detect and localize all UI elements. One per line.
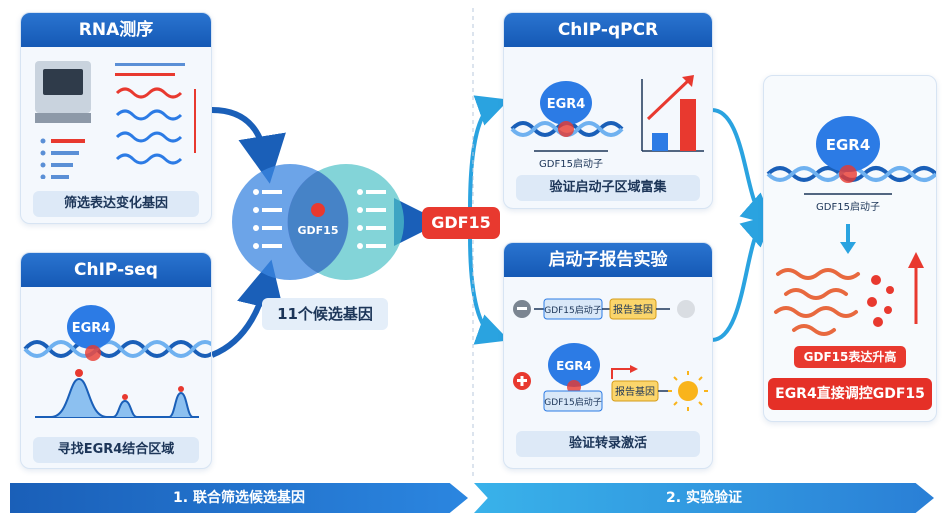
egr4-protein — [67, 305, 115, 349]
left-list-icon — [253, 189, 282, 249]
chip-qpcr-caption: 验证启动子区域富集 — [516, 175, 700, 201]
gene-list-icon — [40, 138, 85, 179]
egr4-protein — [816, 116, 880, 172]
positive-row: EGR4 GDF15启动子 报告基因 — [513, 343, 708, 412]
chip-seq-title: ChIP-seq — [21, 253, 211, 287]
promoter-label-2: GDF15启动子 — [544, 396, 602, 408]
arrow-qpcr-to-result — [711, 108, 774, 226]
reporter-card: 启动子报告实验 GDF15启动子 报告基因 EGR4 GDF15启动子 — [503, 242, 713, 469]
arrow-gdf15-to-reporter — [468, 235, 510, 345]
step1-label: 1. 联合筛选候选基因 — [173, 490, 305, 506]
reporter-gene-label: 报告基因 — [613, 303, 653, 316]
venn-center-label: GDF15 — [298, 224, 339, 237]
rna-seq-caption: 筛选表达变化基因 — [33, 191, 199, 217]
reporter-illustration: GDF15启动子 报告基因 EGR4 GDF15启动子 报告基因 — [513, 298, 708, 412]
expression-waves — [115, 63, 196, 165]
dna-helix — [23, 340, 211, 358]
expression-label: GDF15表达升高 — [794, 346, 906, 368]
right-list-icon — [357, 189, 386, 249]
arrow-reporter-to-result — [711, 214, 774, 342]
egr4-protein — [548, 343, 600, 387]
egr4-label: EGR4 — [547, 97, 586, 112]
result-illustration: EGR4 GDF15启动子 — [766, 116, 936, 336]
negative-row: GDF15启动子 报告基因 — [513, 298, 695, 320]
egr4-label: EGR4 — [826, 136, 871, 154]
bar-chart-icon — [641, 75, 704, 152]
egr4-label: EGR4 — [556, 359, 592, 373]
chip-seq-caption: 寻找EGR4结合区域 — [33, 437, 199, 463]
chip-qpcr-title: ChIP-qPCR — [504, 13, 712, 47]
step1-bar: 1. 联合筛选候选基因 — [10, 483, 468, 513]
chip-qpcr-illustration: EGR4 GDF15启动子 — [510, 75, 704, 170]
gdf15-tag: GDF15 — [422, 207, 500, 239]
conclusion-label: EGR4直接调控GDF15 — [768, 378, 932, 410]
egr4-label: EGR4 — [72, 321, 111, 336]
rna-seq-card: RNA测序 筛选表达变化基因 — [20, 12, 212, 224]
arrow-chipseq-to-venn — [210, 259, 284, 358]
mrna-strands — [774, 268, 860, 336]
arrow-gdf15-to-qpcr — [468, 95, 510, 211]
protein-dots — [867, 275, 894, 327]
peak-track — [35, 369, 199, 418]
dim-light-icon — [677, 300, 695, 318]
chip-seq-illustration: EGR4 — [23, 305, 211, 418]
reporter-caption: 验证转录激活 — [516, 431, 700, 457]
rna-seq-title: RNA测序 — [21, 13, 211, 47]
venn-diagram: GDF15 — [232, 164, 404, 280]
promoter-label: GDF15启动子 — [544, 304, 602, 316]
chip-qpcr-card: ChIP-qPCR EGR4 GDF15启动子 验证启动子区域富集 — [503, 12, 713, 209]
gdf15-dot — [311, 203, 325, 217]
promoter-label: GDF15启动子 — [539, 157, 603, 170]
sequencer-illustration — [35, 61, 196, 179]
egr4-protein — [540, 81, 592, 125]
step2-bar: 2. 实验验证 — [474, 483, 934, 513]
venn-caption: 11个候选基因 — [262, 298, 388, 330]
promoter-label: GDF15启动子 — [816, 200, 880, 213]
reporter-gene-label-2: 报告基因 — [615, 385, 655, 398]
arrow-rna-to-venn — [211, 107, 286, 184]
sun-icon — [668, 371, 708, 411]
result-card: EGR4 GDF15启动子 GDF15表达升高 EGR4直接调控GDF15 — [763, 75, 937, 422]
reporter-title: 启动子报告实验 — [504, 243, 712, 277]
step2-label: 2. 实验验证 — [666, 490, 742, 506]
chip-seq-card: ChIP-seq EGR4 寻找EGR4结合区域 — [20, 252, 212, 469]
